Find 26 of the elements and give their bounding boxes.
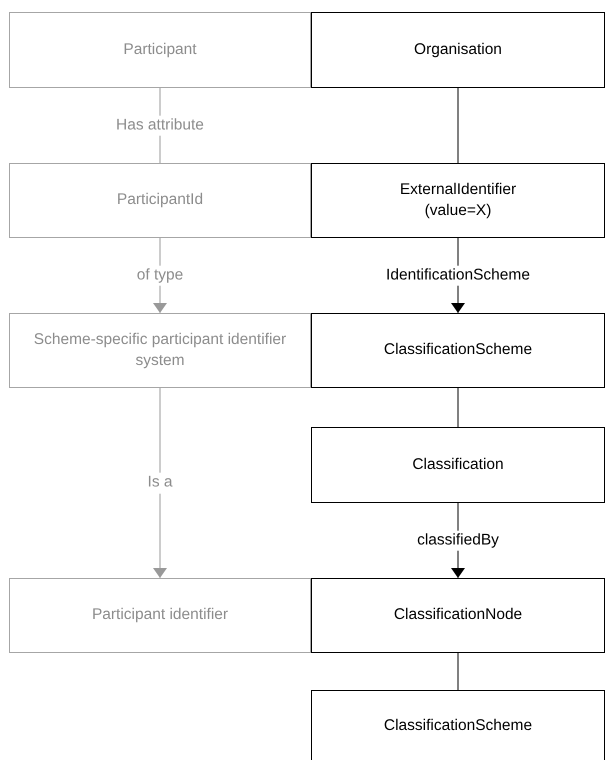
class-box xyxy=(9,163,311,238)
class-box xyxy=(9,313,311,388)
class-box xyxy=(311,313,605,388)
edge-label: Is a xyxy=(146,472,174,494)
edge-label: IdentificationScheme xyxy=(384,265,532,286)
class-box xyxy=(9,578,311,653)
box-label: ClassificationNode xyxy=(394,605,522,626)
box-label: Classification xyxy=(412,454,504,475)
box-label: ClassificationScheme xyxy=(384,340,532,360)
edge-label: of type xyxy=(134,265,186,286)
class-box xyxy=(311,12,605,88)
box-label: Scheme-specific participant identifier system xyxy=(32,330,288,370)
arrow xyxy=(153,388,167,578)
class-box xyxy=(311,690,605,760)
edge-label: classifiedBy xyxy=(415,530,501,551)
class-box xyxy=(311,427,605,503)
class-box xyxy=(9,12,311,88)
box-label: Participant identifier xyxy=(92,605,228,626)
box-label: ParticipantId xyxy=(116,190,204,210)
box-label: Participant xyxy=(123,40,197,60)
class-box xyxy=(311,163,605,238)
edge-label: Has attribute xyxy=(114,115,206,136)
box-label: Organisation xyxy=(414,40,502,60)
class-box xyxy=(311,578,605,653)
box-label: ClassificationScheme xyxy=(384,716,532,736)
box-label: ExternalIdentifier (value=X) xyxy=(398,180,518,220)
